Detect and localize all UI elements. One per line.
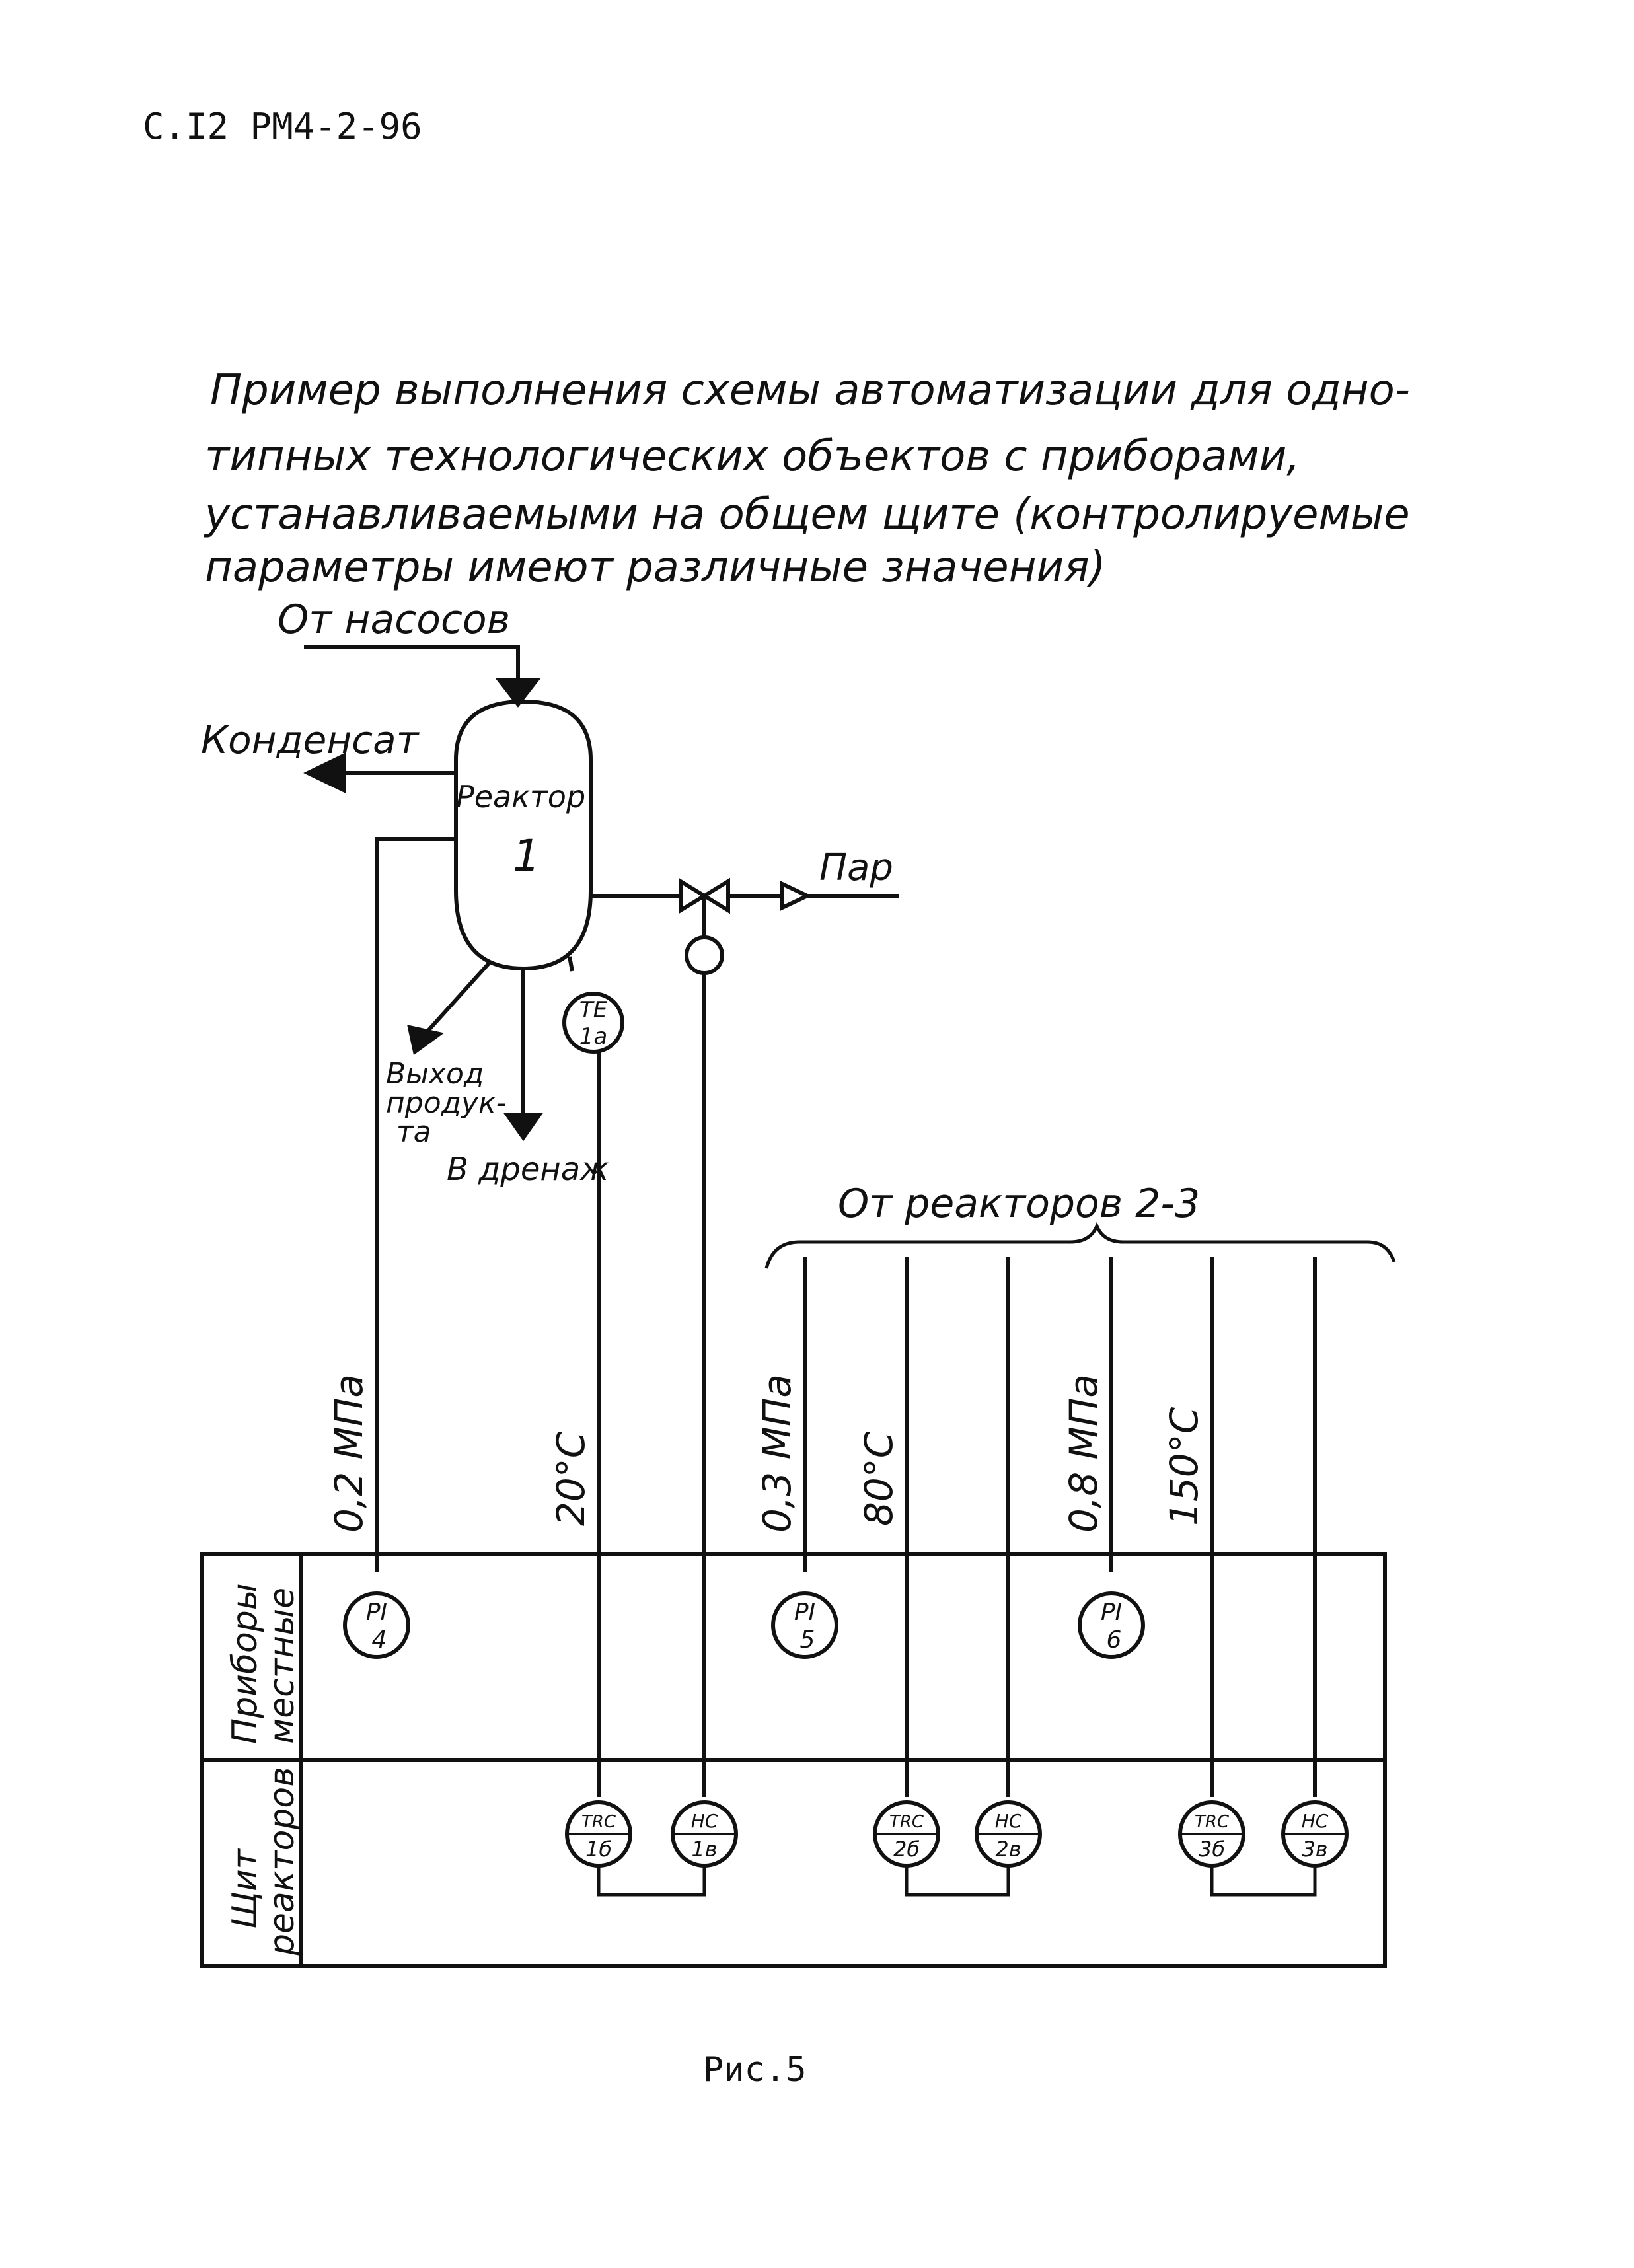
instrument-panel-table (200, 1552, 1387, 1968)
title-line-2: типных технологических объектов с прибор… (205, 432, 1300, 481)
trc-3b-tag: 3б (1199, 1837, 1225, 1862)
local-row-label-2: местные (262, 1588, 302, 1744)
steam-label: Пар (819, 846, 893, 889)
pi-5-code: PI (794, 1599, 815, 1626)
trc-1b-tag: 1б (585, 1837, 612, 1862)
hc-3v-bubble: HC 3в (1281, 1800, 1349, 1868)
board-row-label-2: реакторов (262, 1767, 302, 1956)
pi-5-circle (771, 1591, 838, 1659)
param-20-c: 20°С (548, 1431, 593, 1526)
reactor-2-3-lines (803, 1257, 1317, 1797)
hc-1v-bubble: HC 1в (671, 1800, 738, 1868)
hc-1v-tag: 1в (691, 1837, 717, 1862)
te-tag: 1а (579, 1023, 607, 1050)
reactor-number: 1 (513, 830, 540, 881)
title-line-1: Пример выполнения схемы автоматизации дл… (210, 366, 1410, 415)
pi-5-tag: 5 (800, 1627, 815, 1654)
pi-6-tag: 6 (1107, 1627, 1122, 1654)
local-row-label-1: Приборы (225, 1583, 265, 1744)
pi-6-circle (1078, 1591, 1145, 1659)
hc-2v-bubble: HC 2в (975, 1800, 1042, 1868)
valve-actuator (685, 935, 724, 975)
drain-arrow (503, 1113, 543, 1142)
param-150-c: 150°С (1162, 1407, 1207, 1526)
title-line-4: параметры имеют различные значения) (205, 543, 1106, 592)
product-out-line-3: та (396, 1115, 431, 1149)
pi-6-bubble: PI 6 (1078, 1591, 1145, 1659)
trc-3b-code: TRC (1195, 1812, 1230, 1832)
hc-2v-tag: 2в (995, 1837, 1021, 1862)
product-outlet-line (426, 961, 491, 1033)
link-3 (1210, 1866, 1317, 1897)
hc-2v-code: HC (995, 1810, 1022, 1832)
title-line-3: устанавливаемыми на общем щите (контроли… (204, 490, 1410, 539)
figure-caption: Рис.5 (703, 2050, 807, 2090)
hc-3v-code: HC (1302, 1810, 1329, 1832)
reactor-label: Реактор (456, 779, 585, 815)
product-outlet-arrow (407, 1025, 445, 1056)
controller-links (597, 1866, 1317, 1897)
trc-1b-bubble: TRC 1б (565, 1800, 632, 1868)
te-code: TE (579, 997, 608, 1023)
product-out-line-1: Выход (386, 1057, 484, 1091)
pi-4-code: PI (366, 1599, 387, 1626)
hc-1v-code: HC (691, 1810, 718, 1832)
pi-6-code: PI (1101, 1599, 1122, 1626)
pump-feed-line (304, 645, 520, 680)
te-1a-bubble (562, 992, 624, 1054)
steam-inlet-arrow (780, 881, 813, 911)
trc-3b-bubble: TRC 3б (1178, 1800, 1245, 1868)
pi-4-bubble: PI 4 (343, 1591, 410, 1659)
condensate-arrow (303, 752, 346, 793)
param-0-3-mpa: 0,3 МПа (755, 1374, 799, 1533)
local-instruments: PI 4 PI 5 PI 6 (343, 1591, 1145, 1659)
condensate-label: Конденсат (201, 717, 420, 762)
pressure-impulse-line (375, 837, 456, 1572)
drain-label: В дренаж (447, 1151, 609, 1188)
param-0-8-mpa: 0,8 МПа (1061, 1374, 1106, 1533)
page-code-header: C.I2 PM4-2-96 (143, 106, 422, 147)
trc-2b-tag: 2б (893, 1837, 920, 1862)
pi-4-circle (343, 1591, 410, 1659)
link-2 (905, 1866, 1010, 1897)
reactors-2-3-brace (764, 1222, 1396, 1269)
from-reactors-label: От реакторов 2-3 (838, 1181, 1200, 1227)
product-out-line-2: продук- (386, 1086, 507, 1120)
from-pumps-label: От насосов (278, 597, 510, 643)
reactor-vessel (454, 699, 593, 971)
pi-5-bubble: PI 5 (771, 1591, 838, 1659)
trc-1b-code: TRC (581, 1812, 616, 1832)
param-80-c: 80°С (856, 1431, 901, 1526)
te-connection (568, 956, 574, 972)
parameter-values: 0,2 МПа 20°С 0,3 МПа 80°С 0,8 МПа 150°С (326, 1374, 1207, 1533)
board-row-label-1: Щит (225, 1848, 265, 1929)
pi-4-tag: 4 (372, 1627, 387, 1654)
param-0-2-mpa: 0,2 МПа (326, 1374, 371, 1533)
process-labels: От насосов Конденсат Пар Реактор 1 TE 1а… (201, 597, 1200, 1227)
trc-2b-bubble: TRC 2б (873, 1800, 940, 1868)
hc-3v-tag: 3в (1302, 1837, 1327, 1862)
trc-2b-code: TRC (889, 1812, 924, 1832)
pump-feed-arrow (495, 678, 541, 708)
panel-row-labels: Приборы местные Щит реакторов (225, 1583, 302, 1956)
scheme-title: Пример выполнения схемы автоматизации дл… (204, 366, 1410, 592)
link-1 (597, 1866, 706, 1897)
process-equipment (303, 645, 899, 1797)
board-instruments: TRC 1б HC 1в TRC 2б HC 2в TRC 3б (565, 1800, 1349, 1868)
